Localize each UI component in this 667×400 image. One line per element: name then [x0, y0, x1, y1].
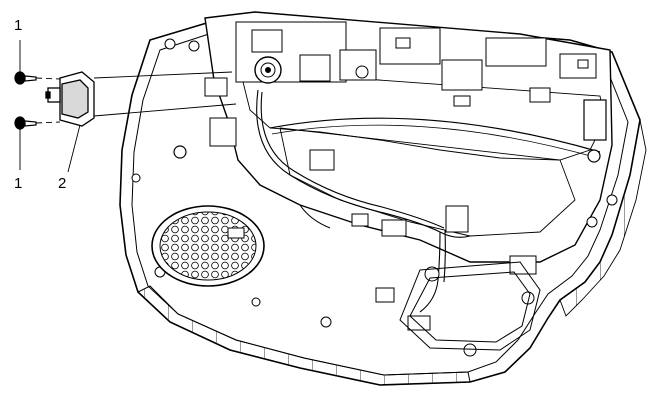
screw-top-icon: [14, 71, 37, 85]
leader-lines: [19, 40, 81, 173]
lower-pocket: [399, 261, 541, 351]
screw-bottom-icon: [14, 116, 37, 130]
callout-bracket: 2: [58, 175, 67, 192]
callout-screw-bottom: 1: [14, 175, 23, 192]
speaker-grille: [151, 205, 265, 287]
mirror-bracket: [45, 71, 95, 127]
wiring-harness: [256, 89, 471, 313]
alignment-lines: [35, 71, 237, 124]
upper-component-cluster: [131, 21, 618, 228]
callout-screw-top: 1: [14, 17, 23, 34]
